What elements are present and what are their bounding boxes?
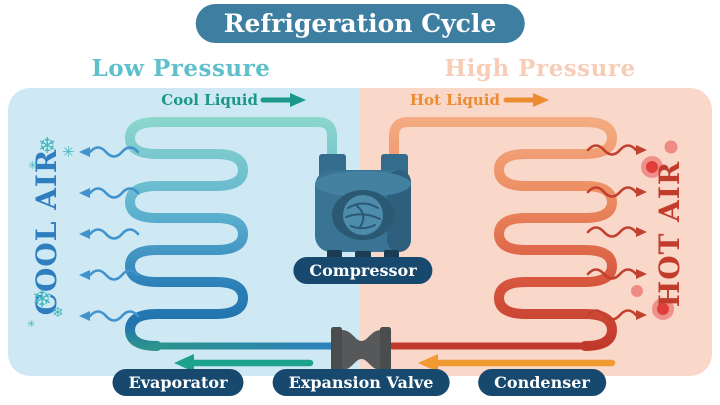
condenser-label: Condenser xyxy=(478,369,606,396)
snowflake-icon: ❄ xyxy=(32,285,53,313)
expansion-valve-icon xyxy=(331,327,391,373)
page-title: Refrigeration Cycle xyxy=(195,4,525,43)
heat-dots-icon xyxy=(631,140,678,320)
condenser-coil xyxy=(388,117,617,351)
compressor-label: Compressor xyxy=(293,257,433,284)
low-pressure-panel xyxy=(8,88,360,376)
sparkle-icon: ✳ xyxy=(28,159,38,172)
hot-liquid-label: Hot Liquid xyxy=(409,91,500,109)
hot-air-label: HOT AIR xyxy=(653,160,686,308)
low-pressure-heading: Low Pressure xyxy=(91,55,271,82)
snowflake-icon: ❄ xyxy=(52,305,64,321)
high-pressure-heading: High Pressure xyxy=(444,55,636,82)
cool-liquid-label: Cool Liquid xyxy=(161,91,258,109)
snowflake-icon: ❄ xyxy=(38,134,57,159)
sparkle-icon: ✳ xyxy=(62,143,75,161)
expansion-valve-label: Expansion Valve xyxy=(272,369,450,396)
compressor-icon xyxy=(315,154,411,259)
evaporator-coil xyxy=(125,117,344,351)
hot-air-wavy-arrows xyxy=(586,144,647,321)
cool-air-wavy-arrows xyxy=(79,146,140,322)
evaporator-label: Evaporator xyxy=(112,369,244,396)
high-pressure-panel xyxy=(360,88,712,376)
sparkle-icon: ✳ xyxy=(27,319,36,330)
